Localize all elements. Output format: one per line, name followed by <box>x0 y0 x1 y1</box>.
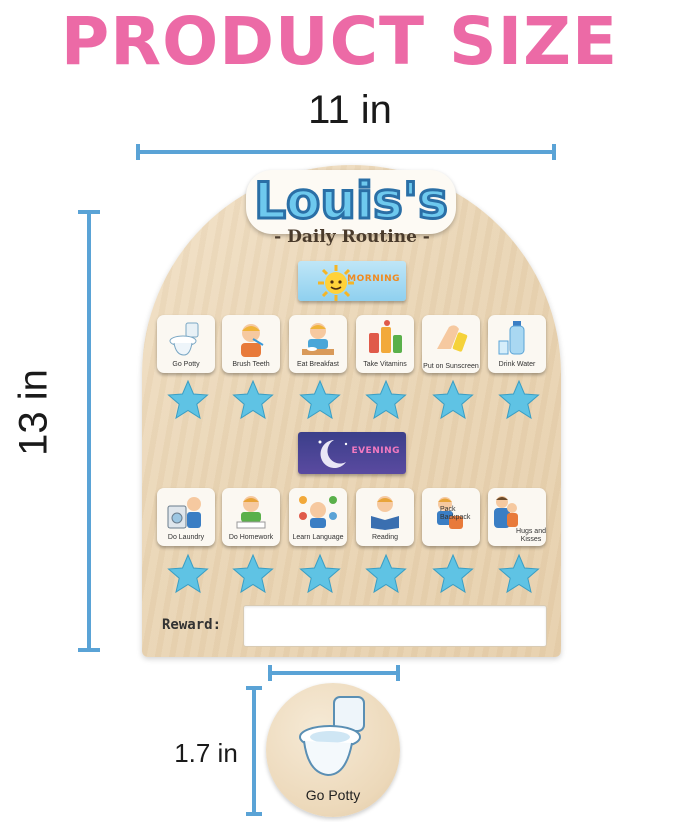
token-label: Go Potty <box>305 787 361 803</box>
evening-banner: EVENING <box>298 432 406 474</box>
child-name: Louis's <box>253 171 450 232</box>
task-tile[interactable]: Brush Teeth <box>222 315 280 373</box>
morning-banner: MORNING <box>298 261 406 301</box>
task-tile[interactable]: Go Potty <box>157 315 215 373</box>
token-width-dimension-line <box>268 665 400 681</box>
token-height-dimension-line <box>246 686 262 816</box>
star-token[interactable] <box>433 380 473 419</box>
toilet-icon <box>169 322 199 356</box>
evening-label: EVENING <box>351 446 400 456</box>
star-token[interactable] <box>300 380 340 419</box>
star-token[interactable] <box>499 380 539 419</box>
task-label: Eat Breakfast <box>296 361 340 368</box>
task-tile[interactable]: Do Homework <box>222 488 280 546</box>
kid-doing-laundry-icon <box>167 497 201 529</box>
task-label: Reading <box>371 534 399 541</box>
board-subtitle: - Daily Routine - <box>274 227 430 247</box>
task-tile[interactable]: Do Laundry <box>157 488 215 546</box>
task-tile[interactable]: Eat Breakfast <box>289 315 347 373</box>
task-tile[interactable]: Drink Water <box>488 315 546 373</box>
task-tile[interactable]: Put on Sunscreen <box>422 315 480 373</box>
task-token-closeup <box>266 683 400 817</box>
moon-icon <box>318 440 348 468</box>
star-token[interactable] <box>366 554 406 593</box>
task-label: Do Homework <box>228 534 274 541</box>
routine-board <box>142 165 561 657</box>
star-token[interactable] <box>300 554 340 593</box>
sunscreen-icon <box>437 325 468 352</box>
sun-icon <box>318 265 354 301</box>
kid-brushing-teeth-icon <box>241 324 264 357</box>
star-token[interactable] <box>233 554 273 593</box>
task-label: Do Laundry <box>167 534 205 541</box>
task-label: Hugs and Kisses <box>516 528 546 543</box>
task-label: Brush Teeth <box>232 361 270 368</box>
task-tile[interactable]: Pack Backpack <box>422 488 480 546</box>
reward-field[interactable] <box>243 605 547 647</box>
height-label: 13 in <box>11 369 56 456</box>
task-label: Drink Water <box>498 361 536 368</box>
morning-star-row <box>168 380 539 419</box>
star-token[interactable] <box>433 554 473 593</box>
task-tile[interactable]: Reading <box>356 488 414 546</box>
toilet-icon <box>299 696 365 777</box>
task-tile[interactable]: Hugs and Kisses <box>488 488 546 546</box>
task-label: Learn Language <box>292 534 344 541</box>
star-token[interactable] <box>168 380 208 419</box>
kid-learning-language-icon <box>299 496 337 528</box>
height-dimension-line <box>78 210 100 652</box>
task-label: Take Vitamins <box>363 361 407 368</box>
task-tile[interactable]: Take Vitamins <box>356 315 414 373</box>
width-label: 11 in <box>308 88 392 132</box>
task-label: Pack Backpack <box>440 506 471 521</box>
kid-doing-homework-icon <box>236 496 266 529</box>
kid-reading-icon <box>371 496 399 530</box>
headline: PRODUCT SIZE <box>60 3 619 80</box>
evening-star-row <box>168 554 539 593</box>
name-plate <box>246 170 456 234</box>
vitamins-icon <box>369 320 402 353</box>
star-token[interactable] <box>168 554 208 593</box>
star-token[interactable] <box>233 380 273 419</box>
kid-eating-breakfast-icon <box>302 323 334 355</box>
water-bottle-icon <box>498 321 525 355</box>
parent-hugging-kid-icon <box>494 496 518 528</box>
token-size-label: 1.7 in <box>174 738 238 768</box>
kid-packing-backpack-icon <box>437 497 463 529</box>
star-token[interactable] <box>499 554 539 593</box>
task-tile[interactable]: Learn Language <box>289 488 347 546</box>
task-label: Go Potty <box>172 361 200 368</box>
width-dimension-line <box>136 144 556 160</box>
task-label: Put on Sunscreen <box>423 363 479 370</box>
star-token[interactable] <box>366 380 406 419</box>
morning-label: MORNING <box>347 274 400 284</box>
reward-label: Reward: <box>162 617 222 633</box>
